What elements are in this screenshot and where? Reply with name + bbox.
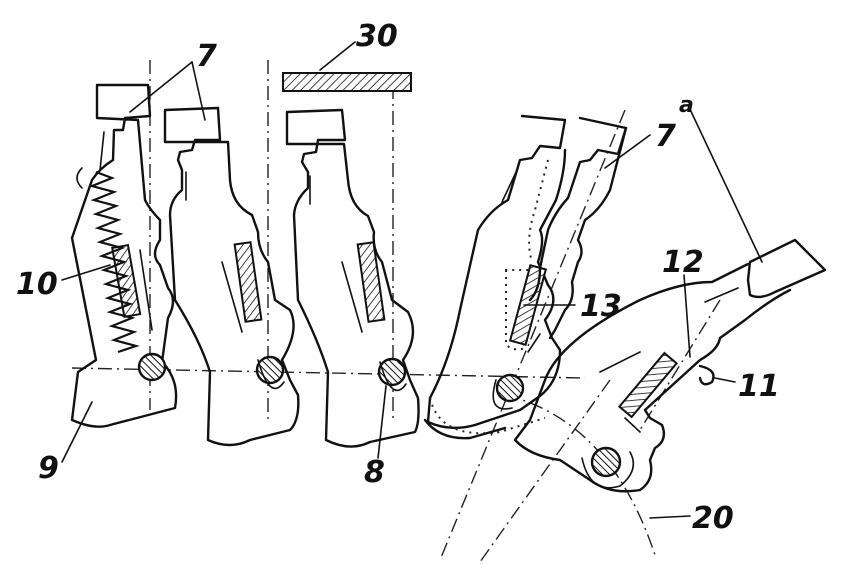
label-11: 11: [738, 369, 780, 404]
pivot-pin-1: [137, 352, 167, 382]
centerline-4: [439, 109, 626, 561]
latch-block-6: [617, 351, 679, 419]
leader-20: [649, 515, 691, 519]
label-9: 9: [38, 451, 59, 486]
latch-block-3: [356, 241, 386, 323]
lever-3: [285, 108, 420, 448]
latch-block-2: [233, 241, 263, 323]
lever-6: [513, 238, 827, 493]
leader-7a-b: [687, 104, 763, 263]
lever-5: [423, 116, 628, 440]
label-7a-superscript: a: [679, 93, 694, 118]
pivot-pin-6: [590, 446, 622, 478]
lever-4: [426, 114, 567, 435]
leader-10: [61, 264, 111, 281]
leader-7-a: [129, 61, 193, 113]
lever-1: [70, 83, 178, 428]
leader-8: [377, 385, 387, 459]
spring-10: [88, 170, 140, 354]
bar-30: [282, 72, 412, 92]
leader-9: [61, 401, 93, 463]
leader-11: [714, 377, 736, 383]
leader-30: [319, 41, 356, 71]
pivot-pin-4: [495, 373, 525, 403]
latch-hook-11: [698, 364, 715, 386]
leader-12: [683, 274, 691, 358]
leader-7a-a: [604, 134, 651, 169]
leader-7-b: [191, 61, 206, 121]
label-13: 13: [580, 289, 622, 324]
label-10: 10: [16, 267, 58, 302]
label-30: 30: [356, 19, 398, 54]
centerline-6: [639, 299, 721, 431]
label-8: 8: [364, 455, 385, 490]
label-7a-number: 7: [655, 119, 676, 154]
label-20: 20: [692, 501, 734, 536]
label-7: 7: [196, 39, 217, 74]
centerline-5: [479, 379, 611, 563]
dotted-outline-b: [429, 397, 546, 435]
label-12: 12: [662, 245, 704, 280]
lever-2: [163, 106, 300, 447]
arc-20: [504, 394, 656, 556]
